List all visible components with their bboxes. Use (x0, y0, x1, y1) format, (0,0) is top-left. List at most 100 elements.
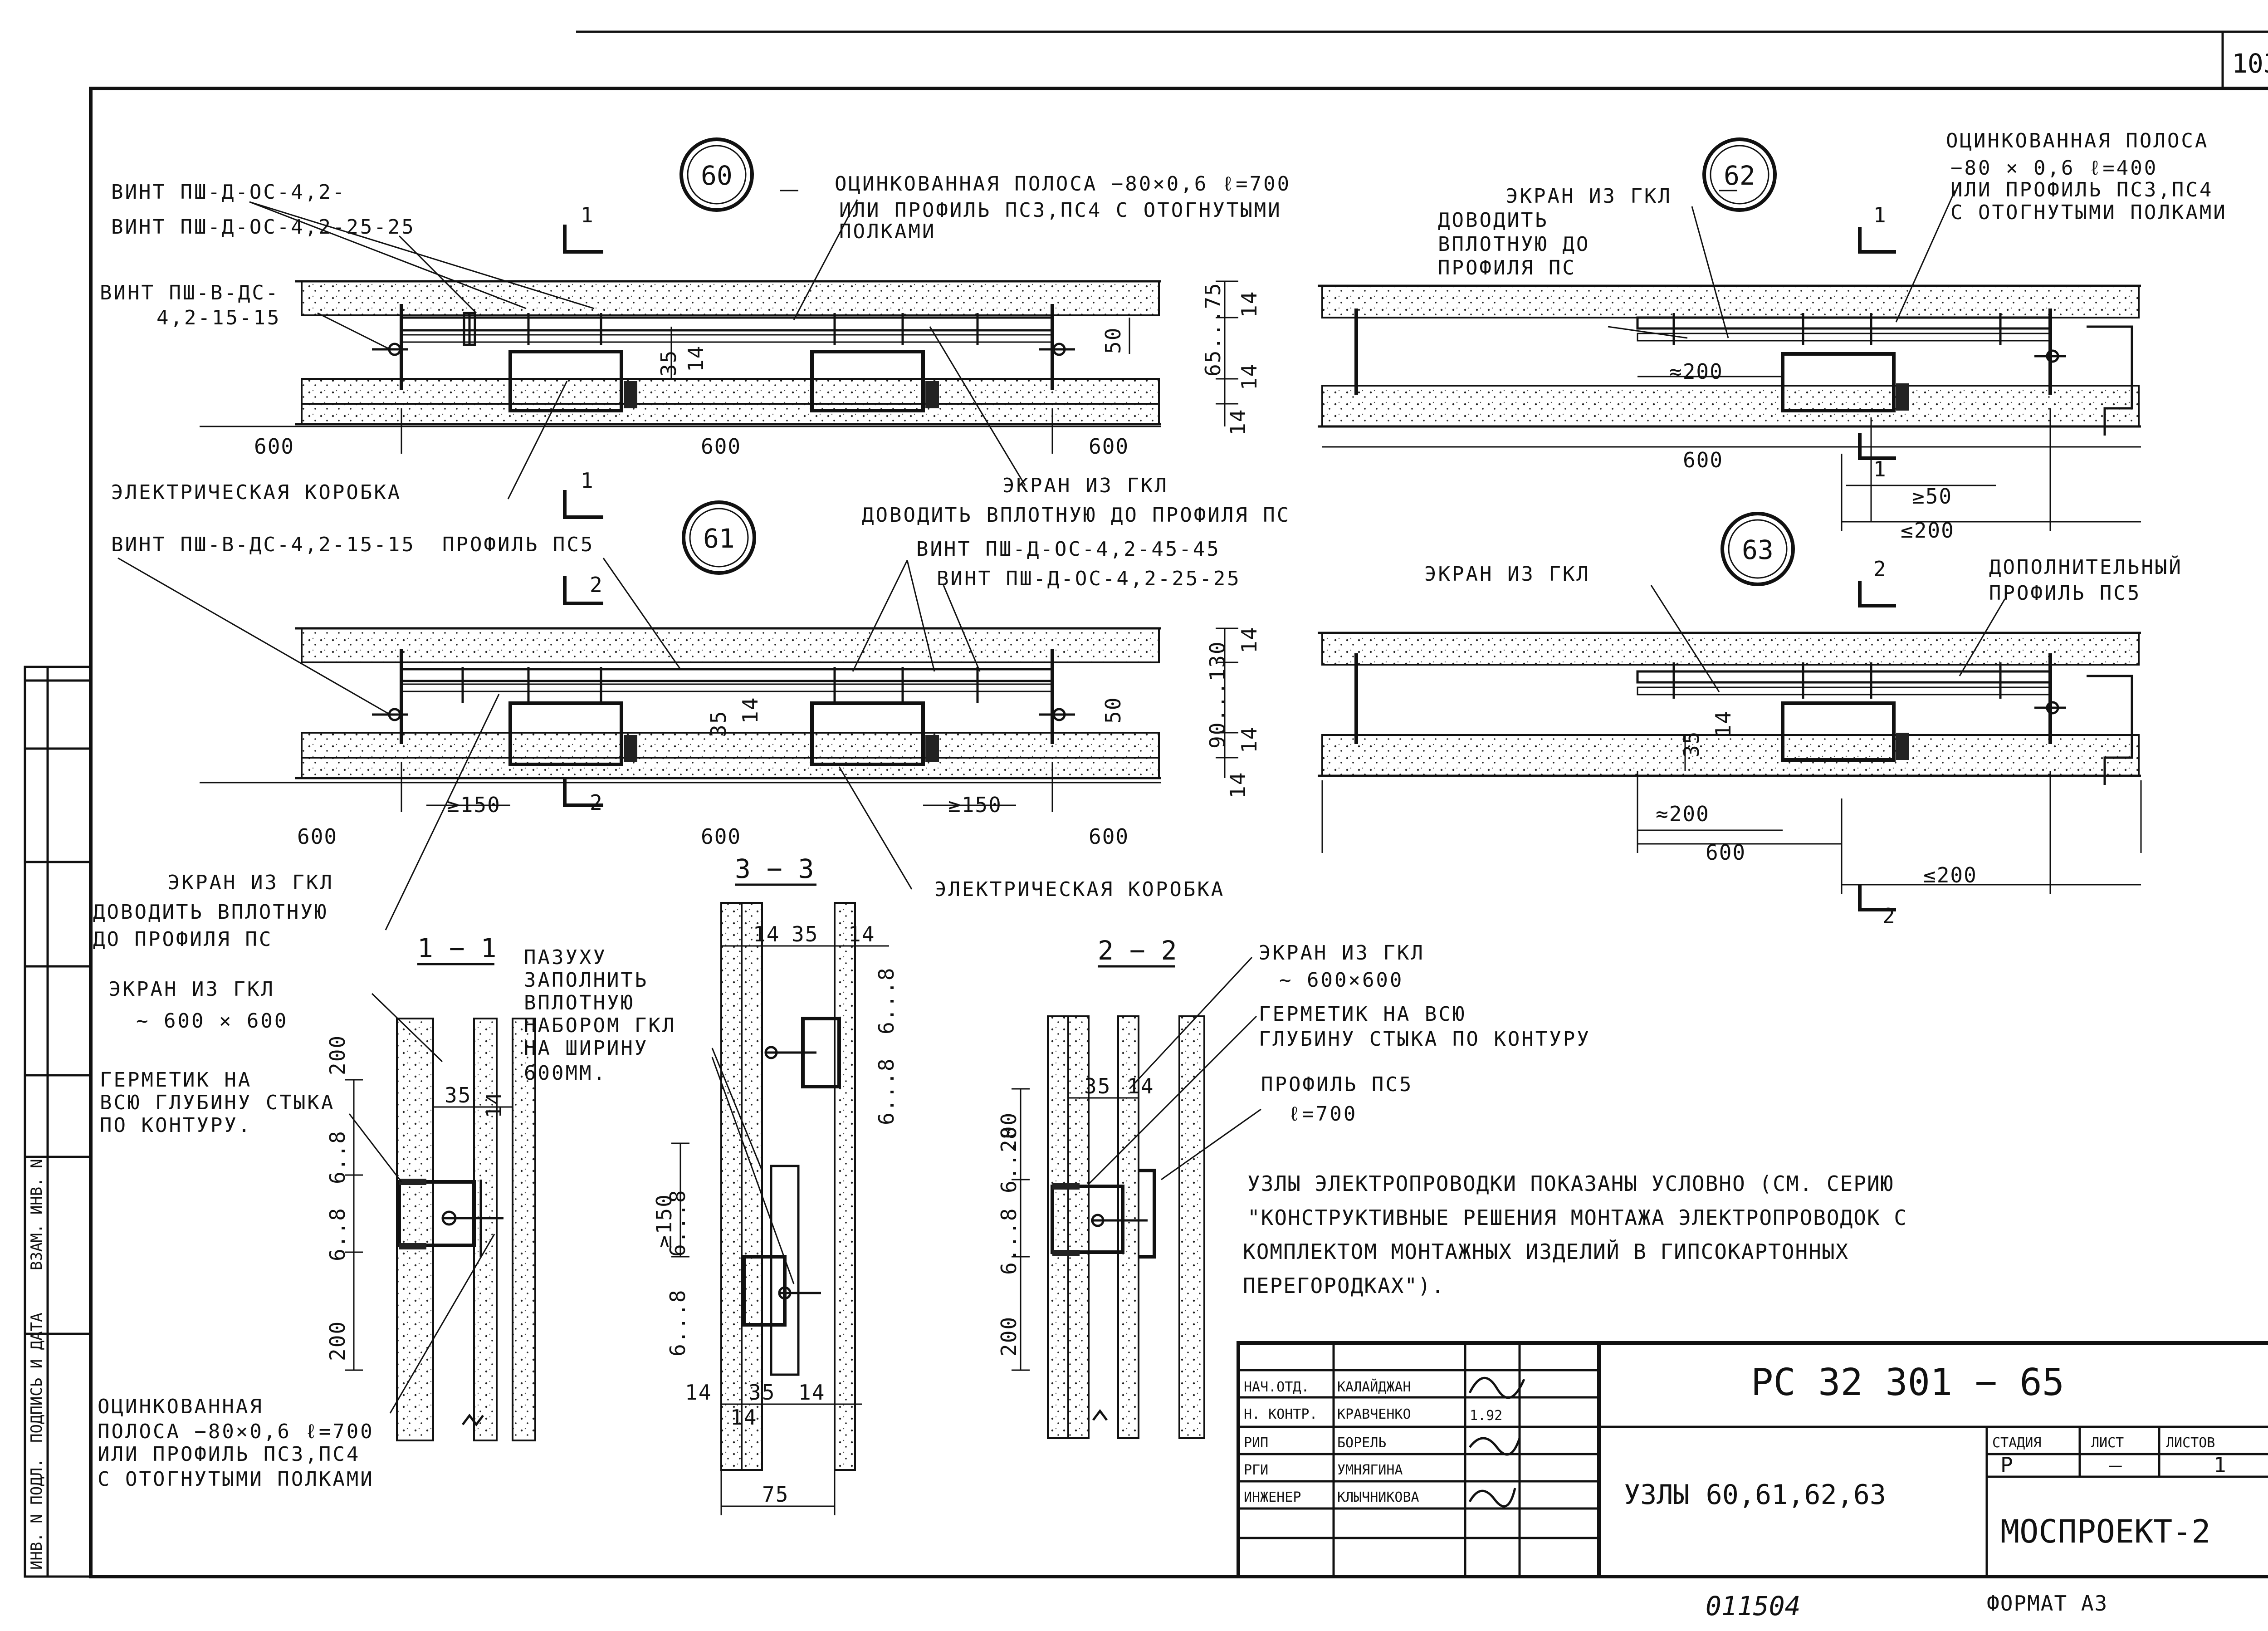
section-3-3-sinus-4: НАБОРОМ ГКЛ (524, 1014, 676, 1037)
node-60-box-label: ЭЛЕКТРИЧЕСКАЯ КОРОБКА (111, 481, 401, 504)
node-62-top-wall (1321, 285, 2140, 318)
node-62-strip-4: С ОТОГНУТЫМИ ПОЛКАМИ (1950, 201, 2227, 224)
node-61-dim-600-a: 600 (297, 824, 337, 849)
node-62-bring-1: ДОВОДИТЬ (1438, 209, 1549, 232)
node-62-section-bottom: 1 (1873, 457, 1887, 481)
format-label: ФОРМАТ А3 (1987, 1591, 2108, 1616)
node-63-section-bottom: 2 (1882, 904, 1896, 928)
node-62-section-top: 1 (1873, 203, 1887, 227)
node-62-adjacent-wall (2087, 325, 2133, 436)
section-2-2-title: 2 − 2 (1098, 935, 1177, 966)
section-2-2-seal-2: ГЛУБИНУ СТЫКА ПО КОНТУРУ (1259, 1028, 1591, 1051)
node-60-strip-label-3: ПОЛКАМИ (839, 220, 936, 243)
node-62-strip-3: ИЛИ ПРОФИЛЬ ПС3,ПС4 (1950, 178, 2213, 201)
side-stamp-replace: ВЗАМ. ИНВ. N (28, 1159, 46, 1270)
node-61-dim-14-b: 14 (1237, 726, 1261, 753)
tb-name-0: КАЛАЙДЖАН (1337, 1379, 1411, 1395)
node-61-dim-14: 14 (738, 697, 763, 724)
side-stamp-sign: ПОДПИСЬ И ДАТА (28, 1313, 46, 1443)
tb-name-1: КРАВЧЕНКО (1337, 1406, 1411, 1422)
node-61-dim-150-b: ≥150 (948, 793, 1002, 817)
node-62-screen-label: ЭКРАН ИЗ ГКЛ (1506, 185, 1672, 208)
node-60-dim-14-b: 14 (1237, 363, 1261, 390)
node-61-section-top: 2 (590, 573, 603, 597)
node-62-dim-200-b: ≤200 (1901, 518, 1955, 543)
section-3-3-title: 3 − 3 (735, 853, 814, 884)
node-61-box-1 (508, 701, 623, 766)
node-60-dim-50: 50 (1101, 327, 1125, 354)
node-62-strip (1636, 316, 2052, 330)
section-2-2-screen-2: ~ 600×600 (1279, 969, 1403, 992)
node-61-screw-2: ВИНТ ПШ-Д-ОС-4,2-45-45 (916, 538, 1221, 561)
node-62-number: 62 (1724, 160, 1755, 191)
node-61-dim-35: 35 (706, 710, 731, 737)
node-63-profiles (1354, 653, 2052, 744)
section-2-2-dim-6-8-a: 6...8 (997, 1126, 1021, 1193)
node-60-dim-35: 35 (656, 350, 681, 377)
node-61-dim-50: 50 (1101, 697, 1125, 724)
node-60-screen (401, 334, 1053, 343)
section-1-1-screen-2: ~ 600 × 600 (136, 1009, 288, 1033)
section-3-3-dim-14-d: 14 (798, 1380, 825, 1405)
node-60-dim-600-b: 600 (701, 434, 741, 459)
node-62-strip-1: ОЦИНКОВАННАЯ ПОЛОСА (1946, 129, 2209, 152)
section-1-1-seal-2: ВСЮ ГЛУБИНУ СТЫКА (100, 1091, 335, 1114)
node-62-bring-2: ВПЛОТНУЮ ДО (1438, 233, 1590, 256)
node-61-dim-14-c: 14 (1226, 772, 1250, 798)
node-62-bring-3: ПРОФИЛЯ ПС (1438, 256, 1576, 279)
node-61-dim-150-a: ≥150 (447, 793, 501, 817)
node-60-screw-1: ВИНТ ПШ-Д-ОС-4,2- (111, 181, 346, 204)
node-60-screw-2: ВИНТ ПШ-Д-ОС-4,2-25-25 (111, 216, 415, 239)
section-1-1-left-wall (396, 1018, 434, 1441)
note-line-4: ПЕРЕГОРОДКАХ"). (1243, 1273, 1445, 1298)
node-61-profiles (400, 649, 1054, 744)
tb-name-3: УМНЯГИНА (1337, 1462, 1403, 1478)
node-61-section-bottom: 2 (590, 790, 603, 815)
section-1-1-right-wall (473, 1018, 498, 1441)
node-62: 62 ЭКРАН ИЗ ГКЛ (1318, 129, 2227, 543)
node-63-number: 63 (1742, 534, 1774, 565)
section-2-2-dim-35: 35 (1084, 1074, 1111, 1098)
node-60: 60 (100, 137, 1291, 527)
section-3-3-sinus-5: НА ШИРИНУ (524, 1037, 648, 1060)
node-62-dim-50: ≥50 (1912, 484, 1952, 509)
note-line-3: КОМПЛЕКТОМ МОНТАЖНЫХ ИЗДЕЛИЙ В ГИПСОКАРТ… (1243, 1239, 1849, 1264)
tb-sign-date: 1.92 (1470, 1408, 1502, 1424)
section-3-3-dim-14-c: 14 (685, 1380, 712, 1405)
section-1-1-dim-6-8-a: 6..8 (325, 1130, 350, 1184)
section-1-1-strip-3: ИЛИ ПРОФИЛЬ ПС3,ПС4 (98, 1443, 360, 1466)
node-63-dim-600: 600 (1706, 840, 1746, 865)
side-stamp: ИНВ. N ПОДЛ. ПОДПИСЬ И ДАТА ВЗАМ. ИНВ. N (24, 666, 92, 1578)
tb-sheets-header: ЛИСТОВ (2166, 1435, 2215, 1451)
node-63-extra-profile (1636, 670, 2052, 684)
node-61-bottom-wall (301, 732, 1160, 759)
section-3-3-sinus-1: ПАЗУХУ (524, 946, 607, 969)
section-3-3-dim-6-8-c: 6...8 (665, 1190, 690, 1257)
section-3-3-dim-14-b: 14 (848, 922, 875, 946)
node-61-box-2 (810, 701, 925, 766)
node-60-screen-label: ЭКРАН ИЗ ГКЛ (1002, 474, 1168, 497)
section-1-1-box (397, 1180, 476, 1247)
section-3-3-left-wall-a (720, 902, 743, 1471)
tb-role-1: Н. КОНТР. (1244, 1406, 1318, 1422)
section-2-2-dim-200-b: 200 (997, 1316, 1021, 1357)
node-63-extra-2: ПРОФИЛЬ ПС5 (1989, 582, 2141, 605)
node-60-strip (400, 316, 1054, 332)
node-62-dim-200: ≈200 (1669, 359, 1723, 384)
node-60-strip-label: ОЦИНКОВАННАЯ ПОЛОСА −80×0,6 ℓ=700 (835, 172, 1291, 196)
node-63-dim-35: 35 (1679, 731, 1704, 758)
section-3-3-dim-14-a: 14 (753, 922, 780, 946)
node-62-box (1781, 352, 1896, 412)
node-62-strip-2: −80 × 0,6 ℓ=400 (1950, 157, 2158, 180)
section-1-1-dim-35: 35 (445, 1083, 471, 1107)
node-60-screw-3b: 4,2-15-15 (156, 306, 281, 329)
tb-org: МОСПРОЕКТ-2 (2000, 1513, 2211, 1550)
node-60-number: 60 (701, 160, 733, 191)
section-2-2: 2 − 2 ЭКРАН ИЗ ГКЛ ~ 600×600 ГЕРМЕТИК НА… (997, 935, 1591, 1439)
section-1-1-strip-2: ПОЛОСА −80×0,6 ℓ=700 (98, 1420, 374, 1443)
tb-stage-header: СТАДИЯ (1992, 1435, 2041, 1451)
node-63-dim-14: 14 (1711, 710, 1735, 737)
tb-name-4: КЛЫЧНИКОВА (1337, 1489, 1419, 1505)
node-61-dim-600-c: 600 (1089, 824, 1129, 849)
tb-code: РС 32 301 − 65 (1751, 1361, 2064, 1404)
